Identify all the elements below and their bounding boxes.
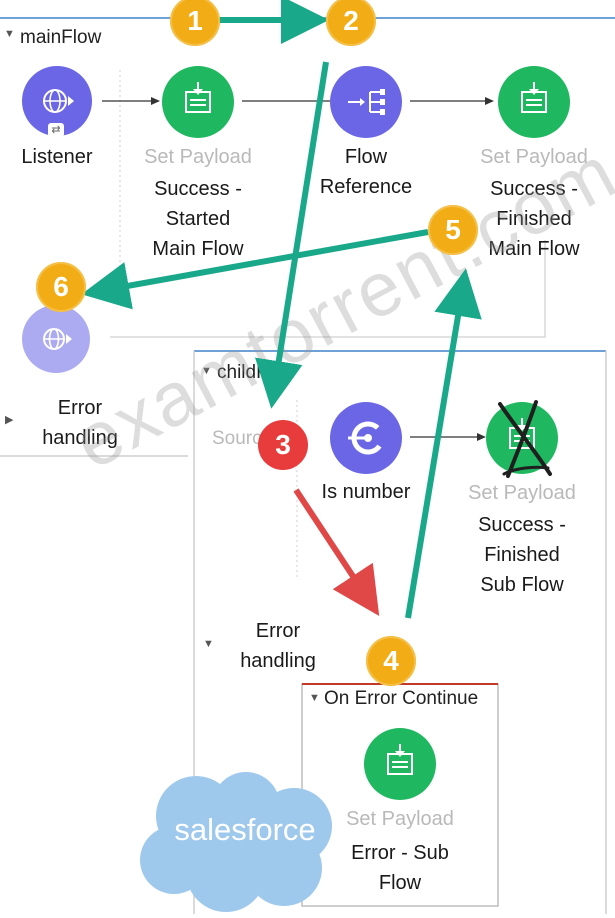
mainflow-title: mainFlow (20, 27, 102, 48)
mainflow-error-expand-icon[interactable]: ▶ (5, 414, 14, 426)
set-payload-finished-main-name: Success - Finished Main Flow (454, 174, 614, 264)
set-payload-started-line-1: Success - (154, 178, 242, 200)
mainflow-error-handling-label: Error handling (20, 393, 140, 453)
childflow-error-collapse-icon[interactable]: ▼ (203, 638, 214, 650)
set-payload-error-line-1: Error - Sub (351, 842, 449, 864)
set-payload-finished-sub-line-2: Finished (484, 544, 560, 566)
on-error-continue-collapse-icon[interactable]: ▼ (309, 692, 320, 704)
is-number-label: Is number (321, 481, 411, 503)
childflow-error-handling-label: Error handling (218, 616, 338, 676)
set-payload-started-name: Success - Started Main Flow (118, 174, 278, 264)
set-payload-finished-main-line-3: Main Flow (488, 238, 580, 260)
set-payload-started-line-3: Main Flow (152, 238, 244, 260)
salesforce-cloud-logo (140, 772, 332, 912)
childflow-source-label: Source (212, 428, 273, 449)
mainflow-error-handling-line-2: handling (42, 427, 118, 449)
flow-reference-line-2: Reference (319, 176, 413, 198)
set-payload-finished-main-line-1: Success - (490, 178, 578, 200)
step-badge-6: 6 (36, 262, 86, 312)
set-payload-finished-sub-line-3: Sub Flow (480, 574, 564, 596)
mainflow-collapse-icon[interactable]: ▼ (4, 28, 15, 40)
childflow-error-handling-line-1: Error (255, 620, 301, 642)
set-payload-finished-sub-line-1: Success - (478, 514, 566, 536)
set-payload-finished-sub-name: Success - Finished Sub Flow (442, 510, 602, 600)
set-payload-error-line-2: Flow (378, 872, 422, 894)
childflow-collapse-icon[interactable]: ▼ (201, 365, 212, 377)
flow-reference-label: Flow Reference (300, 142, 432, 202)
step-badge-3: 3 (258, 420, 308, 470)
step-badge-5: 5 (428, 205, 478, 255)
salesforce-logo-text: salesforce (174, 812, 316, 847)
mainflow-error-handling-line-1: Error (57, 397, 103, 419)
cross-out-icon (498, 400, 552, 478)
step-badge-1: 1 (170, 0, 220, 46)
step-badge-4: 4 (366, 636, 416, 686)
childflow-error-handling-line-2: handling (240, 650, 316, 672)
is-number-icon[interactable] (330, 402, 402, 474)
set-payload-started-icon[interactable] (162, 66, 234, 138)
error-handler-globe-icon[interactable] (22, 305, 90, 373)
set-payload-finished-main-icon[interactable] (498, 66, 570, 138)
mainflow-return-path (110, 240, 546, 338)
set-payload-started-line-2: Started (165, 208, 231, 230)
flow-reference-icon[interactable] (330, 66, 402, 138)
set-payload-finished-sub-type: Set Payload (468, 482, 576, 504)
on-error-continue-title: On Error Continue (324, 688, 479, 709)
set-payload-started-type: Set Payload (144, 146, 252, 168)
connector-listener-payload-head (151, 97, 160, 105)
flow-reference-line-1: Flow (344, 146, 388, 168)
set-payload-error-type: Set Payload (346, 808, 454, 830)
set-payload-error-icon[interactable] (364, 728, 436, 800)
set-payload-finished-main-type: Set Payload (480, 146, 588, 168)
listener-label: Listener (21, 146, 93, 168)
connector-flowref-payload-head (485, 97, 494, 105)
listener-swap-icon: ⇄ (48, 123, 64, 137)
step-badge-2: 2 (326, 0, 376, 46)
set-payload-finished-main-line-2: Finished (496, 208, 572, 230)
set-payload-error-name: Error - Sub Flow (320, 838, 480, 898)
